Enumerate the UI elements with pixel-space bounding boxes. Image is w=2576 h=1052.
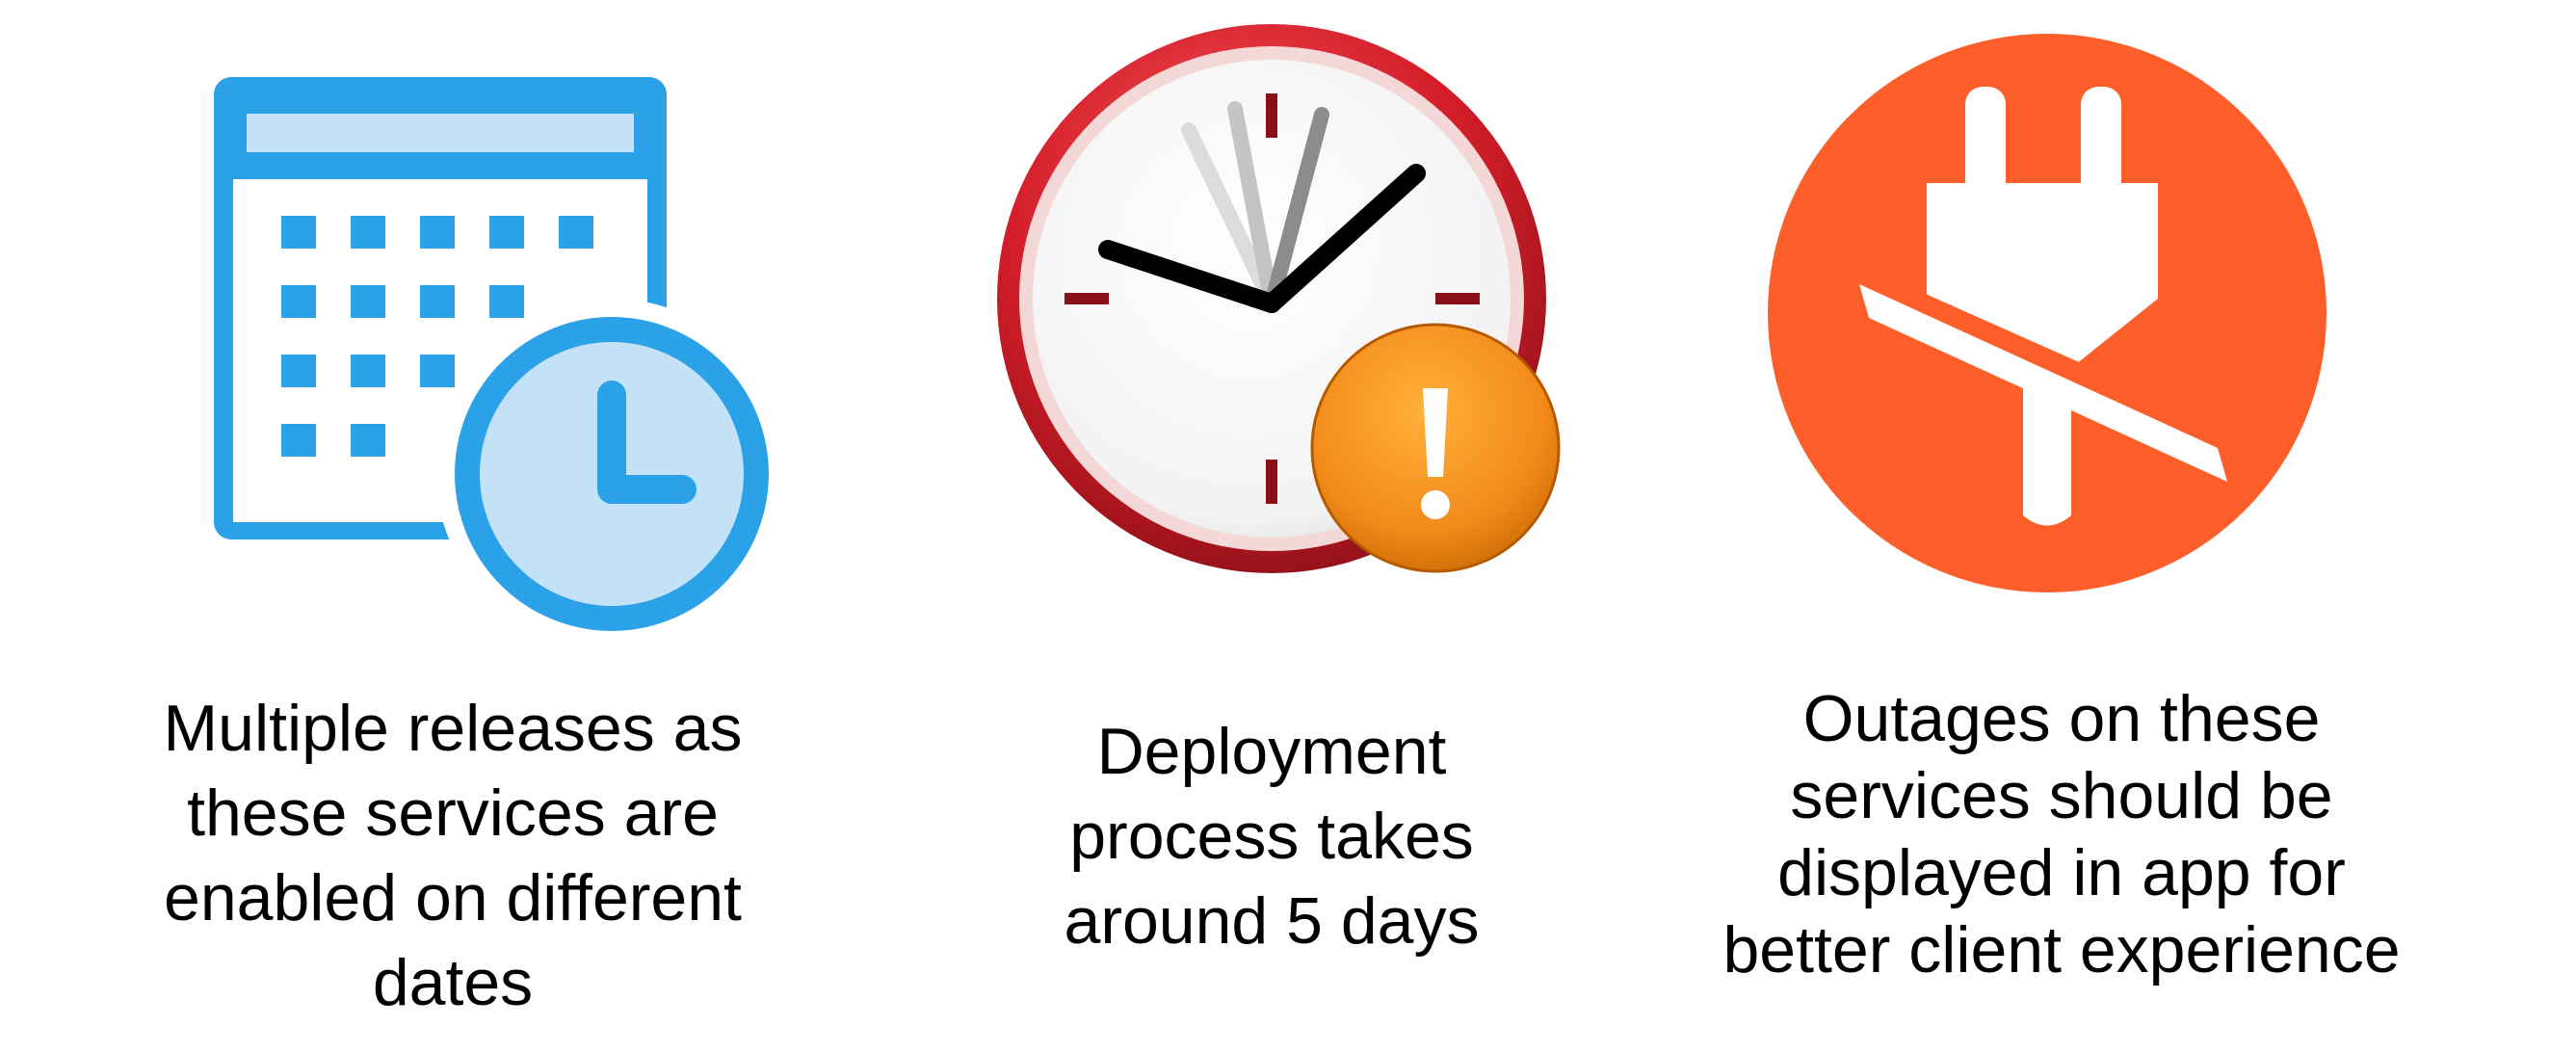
- caption-multiple-releases: Multiple releases as these services are …: [163, 692, 743, 1019]
- calendar-clock-icon: [214, 77, 787, 645]
- unplugged-icon: [1768, 34, 2326, 592]
- clock-warning-icon: [997, 24, 1561, 573]
- caption-deployment-process: Deployment process takes around 5 days: [1064, 715, 1480, 958]
- caption-outages: Outages on these services should be disp…: [1722, 682, 2401, 986]
